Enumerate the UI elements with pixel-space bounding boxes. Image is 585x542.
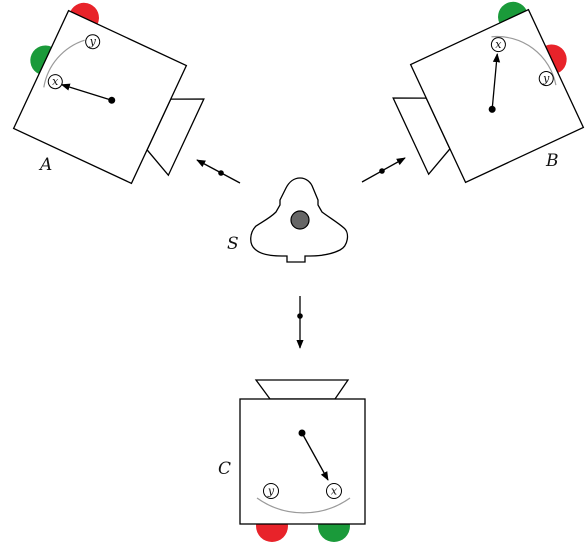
device-a-label: A xyxy=(38,155,52,175)
device-c-body xyxy=(239,398,366,525)
device-c-outcome-x: x xyxy=(326,483,342,499)
particle-to-b xyxy=(361,157,406,183)
device-c: y x xyxy=(239,379,366,542)
device-c-outcome-y: y xyxy=(263,483,279,499)
device-a-outcome-x: x xyxy=(47,74,63,90)
source-emitter xyxy=(250,177,349,263)
device-c-label: C xyxy=(218,459,231,479)
device-b-dial-arc xyxy=(491,35,557,86)
source-core xyxy=(290,210,310,230)
device-b-pointer xyxy=(491,53,501,110)
device-b-outcome-x: x xyxy=(490,37,506,53)
particle-to-a xyxy=(196,159,241,184)
svg-text:y: y xyxy=(267,485,275,498)
device-b-body xyxy=(409,8,585,184)
device-b: x y xyxy=(392,1,585,184)
device-c-dial-arc xyxy=(256,497,351,514)
device-a-pointer xyxy=(60,83,112,101)
svg-text:y: y xyxy=(542,72,550,85)
svg-text:x: x xyxy=(495,38,502,51)
svg-text:x: x xyxy=(52,75,59,88)
source-label: S xyxy=(227,234,239,254)
svg-text:y: y xyxy=(89,35,97,48)
particle-to-c xyxy=(296,296,304,349)
device-a-dial-arc xyxy=(43,39,85,88)
device-a-outcome-y: y xyxy=(85,34,101,50)
device-b-outcome-y: y xyxy=(538,71,554,87)
device-c-funnel xyxy=(254,379,350,400)
svg-text:x: x xyxy=(331,485,338,498)
device-b-label: B xyxy=(545,151,559,171)
device-c-pointer xyxy=(301,432,329,481)
device-a: y x xyxy=(12,2,205,185)
